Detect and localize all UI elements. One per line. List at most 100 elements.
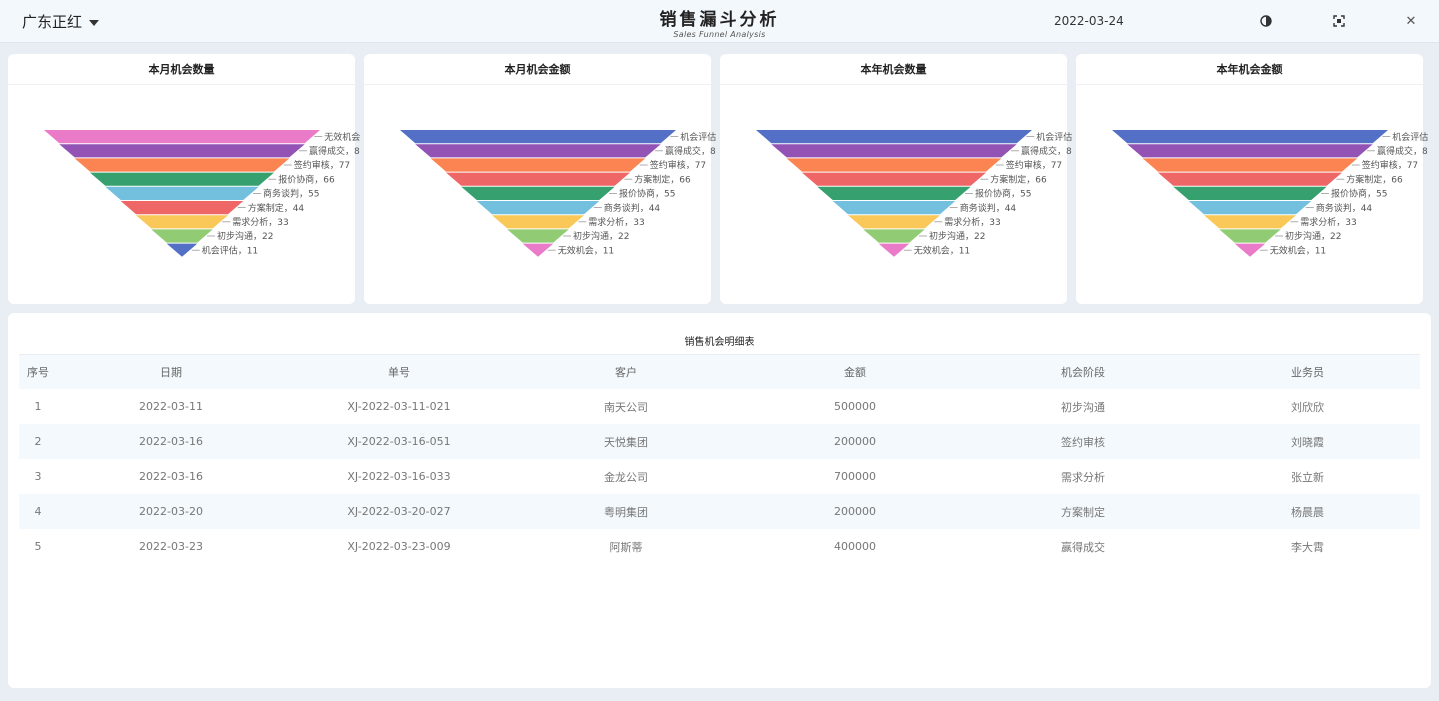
top-bar: 广东正红 销售漏斗分析 Sales Funnel Analysis 2022-0… [0,0,1439,43]
funnel-label: 需求分析，33 [588,216,644,228]
table-row[interactable]: 4 2022-03-20 XJ-2022-03-20-027 粤明集团 2000… [19,494,1420,529]
funnel-segment[interactable] [461,186,615,200]
table-row[interactable]: 2 2022-03-16 XJ-2022-03-16-051 天悦集团 2000… [19,424,1420,459]
funnel-label: 签约审核，77 [294,159,350,171]
table-cell: XJ-2022-03-16-051 [347,435,451,448]
funnel-segment[interactable] [151,229,213,243]
chart-title: 本年机会数量 [720,54,1067,85]
table-row[interactable]: 3 2022-03-16 XJ-2022-03-16-033 金龙公司 7000… [19,459,1420,494]
funnel-segment[interactable] [1142,158,1358,172]
funnel-segment[interactable] [166,243,198,257]
table-cell: 天悦集团 [604,435,648,449]
table-cell: 700000 [834,470,876,483]
funnel-segment[interactable] [74,158,290,172]
funnel-segment[interactable] [90,172,274,186]
funnel-label: 无效机会 [324,131,360,143]
funnel-label: 报价协商，55 [975,188,1031,200]
funnel-segment[interactable] [1188,201,1312,215]
funnel-segment[interactable] [1127,144,1373,158]
column-header: 客户 [615,366,637,379]
funnel-label: 无效机会，11 [914,244,970,256]
funnel-segment[interactable] [832,201,956,215]
funnel-segment[interactable] [878,243,910,257]
funnel-label: 方案制定，66 [1346,173,1403,185]
table-cell: 阿斯蒂 [609,540,643,554]
funnel-segment[interactable] [1158,172,1342,186]
funnel-segment[interactable] [400,130,676,144]
funnel-label: 方案制定，66 [990,173,1047,185]
funnel-segment[interactable] [44,130,320,144]
funnel-segment[interactable] [1204,215,1296,229]
table-row[interactable]: 5 2022-03-23 XJ-2022-03-23-009 阿斯蒂 40000… [19,529,1420,564]
table-cell: 方案制定 [1061,505,1105,519]
table-cell: 200000 [834,435,876,448]
funnel-segment[interactable] [756,130,1032,144]
table-cell: 5 [34,540,42,553]
funnel-segment[interactable] [786,158,1002,172]
funnel-label: 签约审核，77 [1362,159,1418,171]
page-title: 销售漏斗分析 [659,10,780,30]
table-cell: XJ-2022-03-20-027 [347,505,451,518]
funnel-segment[interactable] [492,215,584,229]
funnel-segment[interactable] [136,215,228,229]
table-cell: 初步沟通 [1061,400,1105,414]
funnel-segment[interactable] [120,201,244,215]
contrast-icon[interactable] [1258,13,1274,29]
table-row[interactable]: 1 2022-03-11 XJ-2022-03-11-021 南天公司 5000… [19,389,1420,424]
table-cell: 金龙公司 [604,470,648,484]
funnel-segment[interactable] [1219,229,1281,243]
funnel-label: 商务谈判，44 [1316,202,1373,214]
page-subtitle: Sales Funnel Analysis [673,30,766,39]
funnel-segment[interactable] [476,201,600,215]
column-header: 单号 [388,366,410,379]
funnel-label: 签约审核，77 [650,159,706,171]
funnel-label: 赢得成交，8 [1377,145,1428,157]
table-cell: 杨晨晨 [1291,505,1324,519]
column-header: 机会阶段 [1061,366,1105,379]
funnel-segment[interactable] [1112,130,1388,144]
funnel-segment[interactable] [105,186,259,200]
table-cell: 2022-03-23 [139,540,203,553]
funnel-segment[interactable] [848,215,940,229]
funnel-label: 机会评估 [1392,131,1428,143]
org-name: 广东正红 [22,13,83,31]
funnel-label: 赢得成交，8 [309,145,360,157]
funnel-segment[interactable] [802,172,986,186]
table-cell: 2022-03-11 [139,400,203,413]
table-cell: 刘晓霞 [1291,435,1324,449]
funnel-segment[interactable] [522,243,554,257]
funnel-segment[interactable] [430,158,646,172]
funnel-label: 初步沟通，22 [1285,230,1341,242]
table-cell: 2022-03-16 [139,470,203,483]
funnel-segment[interactable] [1234,243,1266,257]
funnel-segment[interactable] [446,172,630,186]
table-cell: 需求分析 [1061,470,1105,484]
table-title: 销售机会明细表 [684,337,755,348]
funnel-segment[interactable] [863,229,925,243]
funnel-segment[interactable] [1173,186,1327,200]
fullscreen-icon[interactable] [1331,13,1347,29]
funnel-label: 需求分析，33 [232,216,288,228]
funnel-segment[interactable] [415,144,661,158]
funnel-segment[interactable] [507,229,569,243]
caret-down-icon [89,19,100,26]
funnel-segment[interactable] [771,144,1017,158]
table-cell: 刘欣欣 [1291,400,1324,414]
funnel-label: 报价协商，55 [619,188,675,200]
funnel-label: 报价协商，55 [1331,188,1387,200]
detail-table: 序号 日期 单号 客户 金额 机会阶段 业务员 1 2022-03-11 XJ-… [19,354,1420,564]
table-cell: 2 [34,435,42,448]
table-cell: XJ-2022-03-23-009 [347,540,451,553]
funnel-label: 商务谈判，55 [263,188,319,200]
close-icon[interactable]: ✕ [1405,13,1417,29]
funnel-label: 报价协商，66 [278,173,335,185]
funnel-label: 初步沟通，22 [573,230,629,242]
funnel-segment[interactable] [817,186,971,200]
funnel-label: 商务谈判，44 [960,202,1017,214]
funnel-label: 机会评估 [680,131,716,143]
funnel-segment[interactable] [59,144,305,158]
org-selector[interactable]: 广东正红 [22,11,100,32]
chart-title: 本月机会数量 [8,54,355,85]
table-cell: 李大霄 [1291,540,1324,554]
